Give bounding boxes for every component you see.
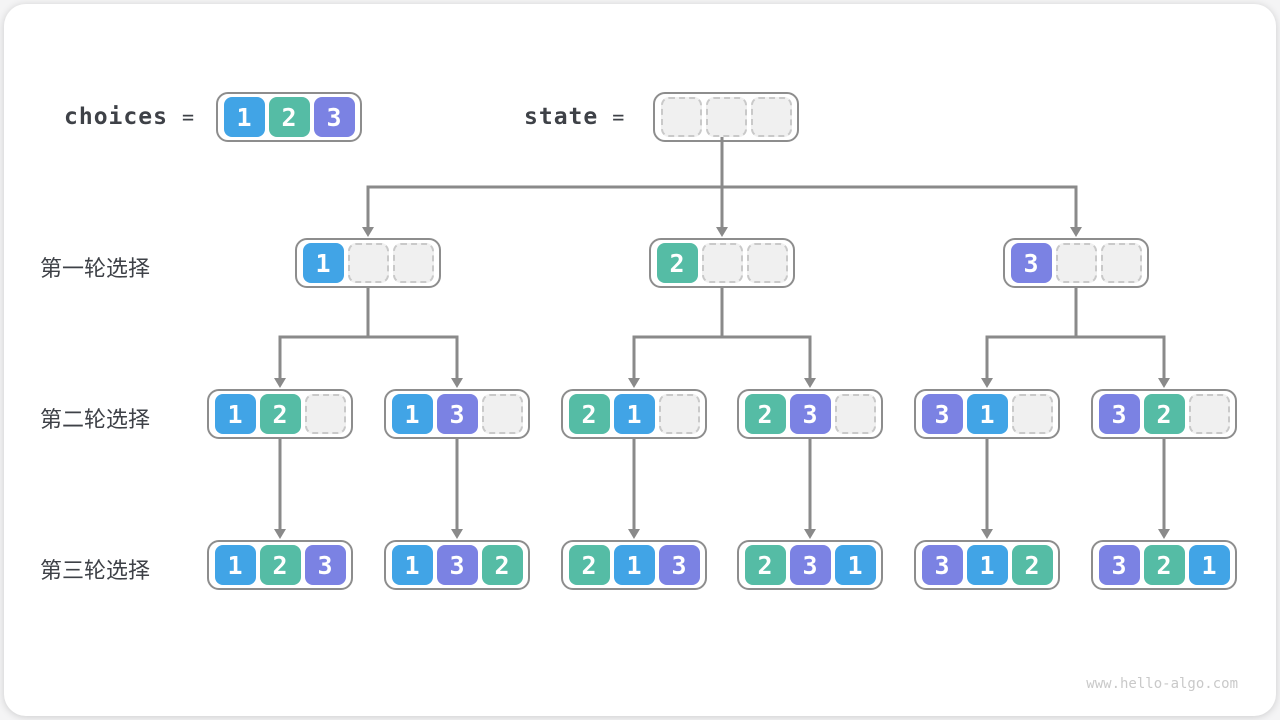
array-cell-value: 3 [658,545,700,585]
arrowhead-icon [804,529,816,539]
arrowhead-icon [451,529,463,539]
array-cell-value: 2 [568,394,610,434]
arrowhead-icon [628,529,640,539]
array-cell-value: 3 [1010,243,1052,283]
arrowhead-icon [1158,378,1170,388]
state-label-group: state = [524,92,624,142]
array-cell-empty [347,243,389,283]
array-cell-empty [1055,243,1097,283]
arrowhead-icon [274,378,286,388]
arrowhead-icon [981,529,993,539]
array-cell-value: 2 [744,545,786,585]
arrowhead-icon [981,378,993,388]
array-cell-value: 3 [1098,545,1140,585]
arrowhead-icon [804,378,816,388]
array-cell-value: 1 [214,545,256,585]
array-cell-empty [660,97,702,137]
array-cell-value: 3 [313,97,355,137]
array-cell-value: 1 [391,545,433,585]
array-cell-value: 3 [921,545,963,585]
array-cell-value: 2 [656,243,698,283]
array-cell-empty [1188,394,1230,434]
array-cell-value: 2 [1143,545,1185,585]
array-cell-value: 1 [834,545,876,585]
choices-equals-sign: = [181,105,194,129]
array-cell-empty [1011,394,1053,434]
array-cell-empty [746,243,788,283]
array-cell-value: 2 [1143,394,1185,434]
array-cell-value: 1 [391,394,433,434]
array-cell-value: 2 [259,545,301,585]
array-cell-empty [705,97,747,137]
state-equals-sign: = [612,105,625,129]
arrowhead-icon [716,227,728,237]
array-cell-value: 3 [304,545,346,585]
state-array-box-r1-3: 3 [1003,238,1149,288]
array-cell-value: 1 [302,243,344,283]
array-cell-empty [1100,243,1142,283]
array-cell-empty [701,243,743,283]
state-label: state [524,104,599,130]
arrowhead-icon [628,378,640,388]
array-cell-empty [834,394,876,434]
array-cell-value: 2 [268,97,310,137]
choices-label: choices [64,104,168,130]
array-cell-value: 2 [744,394,786,434]
state-array-box-r1-2: 2 [649,238,795,288]
arrowhead-icon [362,227,374,237]
arrowhead-icon [1158,529,1170,539]
watermark: www.hello-algo.com [1086,676,1238,692]
state-array-box-r1-1: 1 [295,238,441,288]
array-cell-empty [304,394,346,434]
array-cell-value: 3 [436,545,478,585]
array-cell-empty [750,97,792,137]
array-cell-value: 3 [789,394,831,434]
row-label-round-2: 第二轮选择 [40,407,151,432]
array-cell-empty [658,394,700,434]
array-cell-value: 2 [1011,545,1053,585]
array-cell-value: 1 [223,97,265,137]
array-cell-empty [392,243,434,283]
array-cell-value: 3 [789,545,831,585]
array-cell-value: 1 [966,545,1008,585]
row-label-round-1: 第一轮选择 [40,256,151,281]
array-cell-empty [481,394,523,434]
array-cell-value: 2 [481,545,523,585]
array-cell-value: 1 [214,394,256,434]
array-cell-value: 1 [613,394,655,434]
array-cell-value: 2 [568,545,610,585]
arrowhead-icon [1070,227,1082,237]
arrowhead-icon [451,378,463,388]
state-array-box [653,92,799,142]
row-label-round-3: 第三轮选择 [40,558,151,583]
array-cell-value: 3 [921,394,963,434]
connector-layer [274,137,1170,539]
array-cell-value: 1 [613,545,655,585]
choices-label-group: choices = [64,92,194,142]
array-cell-value: 1 [1188,545,1230,585]
array-cell-value: 3 [1098,394,1140,434]
array-cell-value: 1 [966,394,1008,434]
arrowhead-icon [274,529,286,539]
array-cell-value: 2 [259,394,301,434]
array-cell-value: 3 [436,394,478,434]
